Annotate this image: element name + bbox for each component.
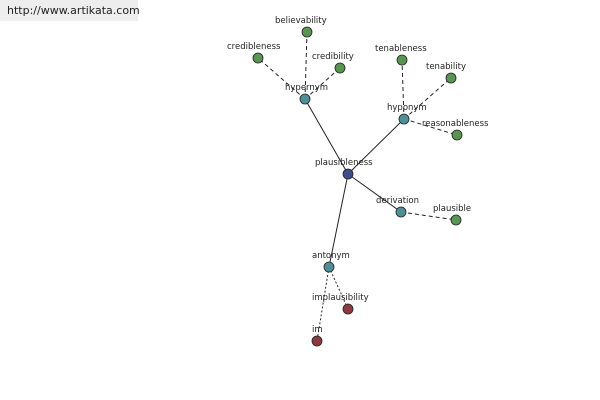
node-marker-hyponym[interactable] [398, 113, 410, 125]
node-implausibility[interactable]: implausibility [312, 293, 369, 315]
node-label-reasonableness: reasonableness [422, 119, 489, 129]
edges-layer [257, 31, 458, 342]
nodes-layer: plausibleness hypernym hyponym derivation an… [227, 16, 489, 347]
node-marker-believability[interactable] [301, 26, 313, 38]
node-label-tenableness: tenableness [375, 44, 427, 54]
edge-hyponym-tenability [403, 77, 452, 120]
node-plausible[interactable]: plausible [433, 204, 471, 226]
node-marker-implausibility[interactable] [342, 303, 354, 315]
edge-derivation-plausible [400, 211, 457, 221]
edge-plausibleness-derivation [347, 173, 402, 213]
edge-hyponym-tenableness [401, 59, 405, 120]
source-url-banner: http://www.artikata.com [0, 0, 140, 21]
node-marker-tenability[interactable] [445, 72, 457, 84]
node-im[interactable]: im [311, 325, 323, 347]
node-label-implausibility: implausibility [312, 293, 369, 303]
node-marker-antonym[interactable] [323, 261, 335, 273]
node-credibility[interactable]: credibility [312, 52, 354, 74]
node-label-credibleness: credibleness [227, 42, 281, 52]
node-label-plausible: plausible [433, 204, 471, 214]
node-label-hyponym: hyponym [387, 103, 427, 113]
node-marker-credibleness[interactable] [252, 52, 264, 64]
edge-plausibleness-hypernym [304, 98, 349, 175]
node-label-derivation: derivation [376, 196, 419, 206]
node-marker-derivation[interactable] [395, 206, 407, 218]
node-marker-im[interactable] [311, 335, 323, 347]
node-label-tenability: tenability [426, 62, 466, 72]
node-plausibleness[interactable]: plausibleness [315, 158, 373, 180]
node-label-plausibleness: plausibleness [315, 158, 373, 168]
node-marker-plausible[interactable] [450, 214, 462, 226]
node-reasonableness[interactable]: reasonableness [422, 119, 489, 141]
node-label-hypernym: hypernym [285, 83, 328, 93]
node-marker-tenableness[interactable] [396, 54, 408, 66]
node-label-credibility: credibility [312, 52, 354, 62]
edge-antonym-im [316, 266, 330, 342]
node-marker-plausibleness[interactable] [342, 168, 354, 180]
node-tenability[interactable]: tenability [426, 62, 466, 84]
node-label-im: im [312, 325, 323, 335]
node-tenableness[interactable]: tenableness [375, 44, 427, 66]
node-marker-hypernym[interactable] [299, 93, 311, 105]
node-believability[interactable]: believability [275, 16, 327, 38]
node-antonym[interactable]: antonym [312, 251, 350, 273]
source-url-text: http://www.artikata.com [7, 4, 140, 17]
node-hyponym[interactable]: hyponym [387, 103, 427, 125]
node-credibleness[interactable]: credibleness [227, 42, 281, 64]
node-label-antonym: antonym [312, 251, 350, 261]
node-marker-credibility[interactable] [334, 62, 346, 74]
node-derivation[interactable]: derivation [376, 196, 419, 218]
node-hypernym[interactable]: hypernym [285, 83, 328, 105]
edge-hypernym-credibility [304, 67, 341, 100]
edge-hypernym-credibleness [257, 57, 306, 100]
node-label-believability: believability [275, 16, 327, 26]
node-marker-reasonableness[interactable] [451, 129, 463, 141]
edge-plausibleness-antonym [328, 173, 349, 268]
edge-plausibleness-hyponym [347, 118, 405, 175]
edge-hyponym-reasonableness [403, 118, 458, 136]
